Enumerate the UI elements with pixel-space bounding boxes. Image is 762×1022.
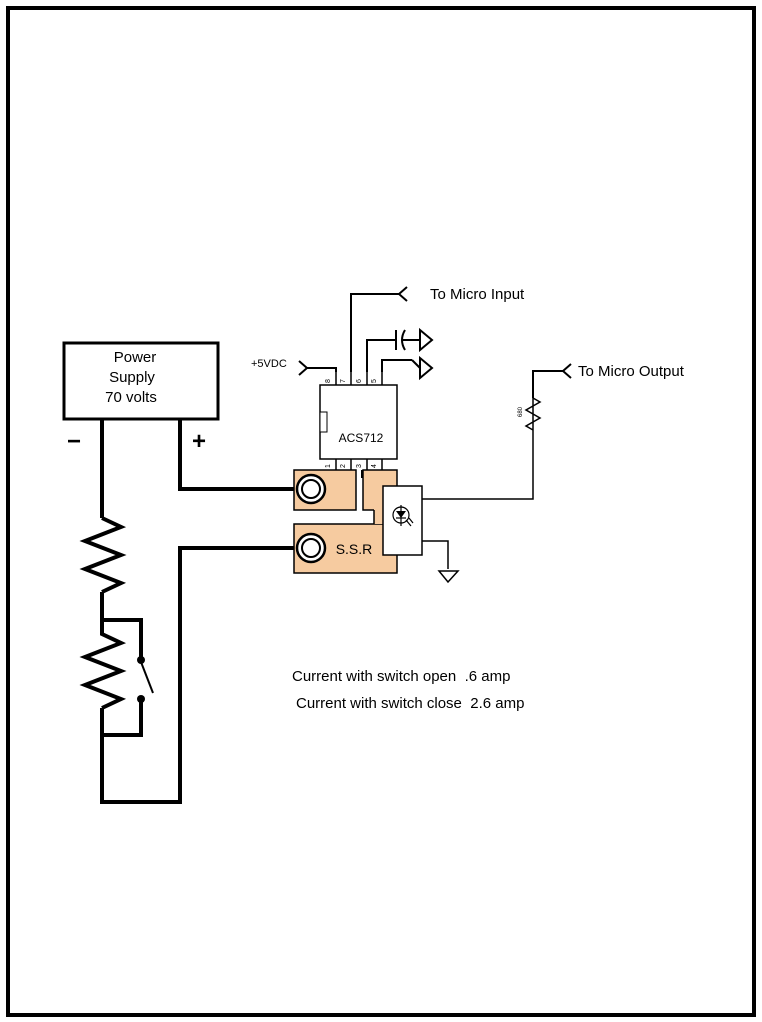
power-supply-label-1: Power	[114, 349, 157, 366]
sensor-signal-wires	[307, 293, 412, 372]
wire-parallel-bottom	[102, 700, 143, 737]
wire-pin7-to-micro-input	[350, 293, 399, 372]
micro-input-label: To Micro Input	[430, 286, 525, 303]
terminal-screw-2-inner	[301, 538, 321, 558]
power-supply-label-2: Supply	[109, 369, 155, 386]
ssr-label: S.S.R	[336, 541, 373, 557]
load-resistor-1	[79, 516, 127, 594]
wire-pin6-to-filter	[366, 339, 396, 372]
switch-contact-top	[137, 656, 145, 664]
micro-input-arrow-icon	[397, 286, 408, 302]
acs712-bottom-pins	[335, 459, 383, 470]
minus-terminal-label: −	[67, 428, 81, 455]
filter-capacitor-icon	[395, 329, 412, 351]
acs712-label: ACS712	[339, 431, 384, 445]
wire-ssr-to-ground	[422, 540, 449, 569]
pin-label-1: 1	[325, 464, 332, 468]
power-supply-label-3: 70 volts	[105, 389, 157, 406]
plus-terminal-label: +	[192, 428, 206, 455]
micro-output-label: To Micro Output	[578, 363, 685, 380]
sensor-ground-icon	[419, 355, 434, 381]
vcc-label: +5VDC	[251, 358, 287, 370]
wire-resistor2-down	[100, 546, 296, 804]
capacitor-ground-icon	[419, 327, 434, 353]
pin-label-6: 6	[356, 379, 363, 383]
acs712-top-pins	[335, 372, 383, 385]
pin-label-2: 2	[340, 464, 347, 468]
wire-ssr-to-micro-output	[422, 462, 534, 500]
sensor-ground-lead	[411, 359, 421, 369]
power-supply-box	[62, 341, 220, 421]
acs712-notch	[319, 411, 328, 433]
pin-label-8: 8	[325, 379, 332, 383]
pin-label-7: 7	[340, 379, 347, 383]
switch-contact-bottom	[137, 695, 145, 703]
switch-blade	[140, 661, 154, 694]
pin-label-4: 4	[371, 464, 378, 468]
output-resistor	[524, 396, 542, 462]
control-wires	[422, 462, 534, 569]
note-switch-open: Current with switch open .6 amp	[292, 668, 510, 685]
page-border	[6, 6, 756, 1017]
wire-parallel-top	[102, 618, 143, 658]
main-wires	[79, 419, 365, 804]
ssr-control-module	[382, 485, 423, 556]
opto-icon	[392, 505, 414, 527]
vcc-arrow-icon	[298, 360, 309, 376]
micro-output-arrow-icon	[561, 363, 572, 379]
note-switch-closed: Current with switch close 2.6 amp	[296, 695, 524, 712]
ground-symbol	[437, 570, 460, 584]
load-resistor-2	[79, 620, 127, 710]
wire-resistor-up	[532, 370, 564, 398]
pin-label-3: 3	[356, 464, 363, 468]
wire-pin8-to-vcc	[307, 367, 337, 372]
terminal-screw-1-inner	[301, 479, 321, 499]
wire-plus-to-sensor	[178, 419, 296, 491]
resistor-value-label: 680	[518, 406, 524, 417]
acs712-chip	[319, 384, 398, 460]
pin-label-5: 5	[371, 379, 378, 383]
wire-pin5-to-ground	[381, 359, 412, 372]
